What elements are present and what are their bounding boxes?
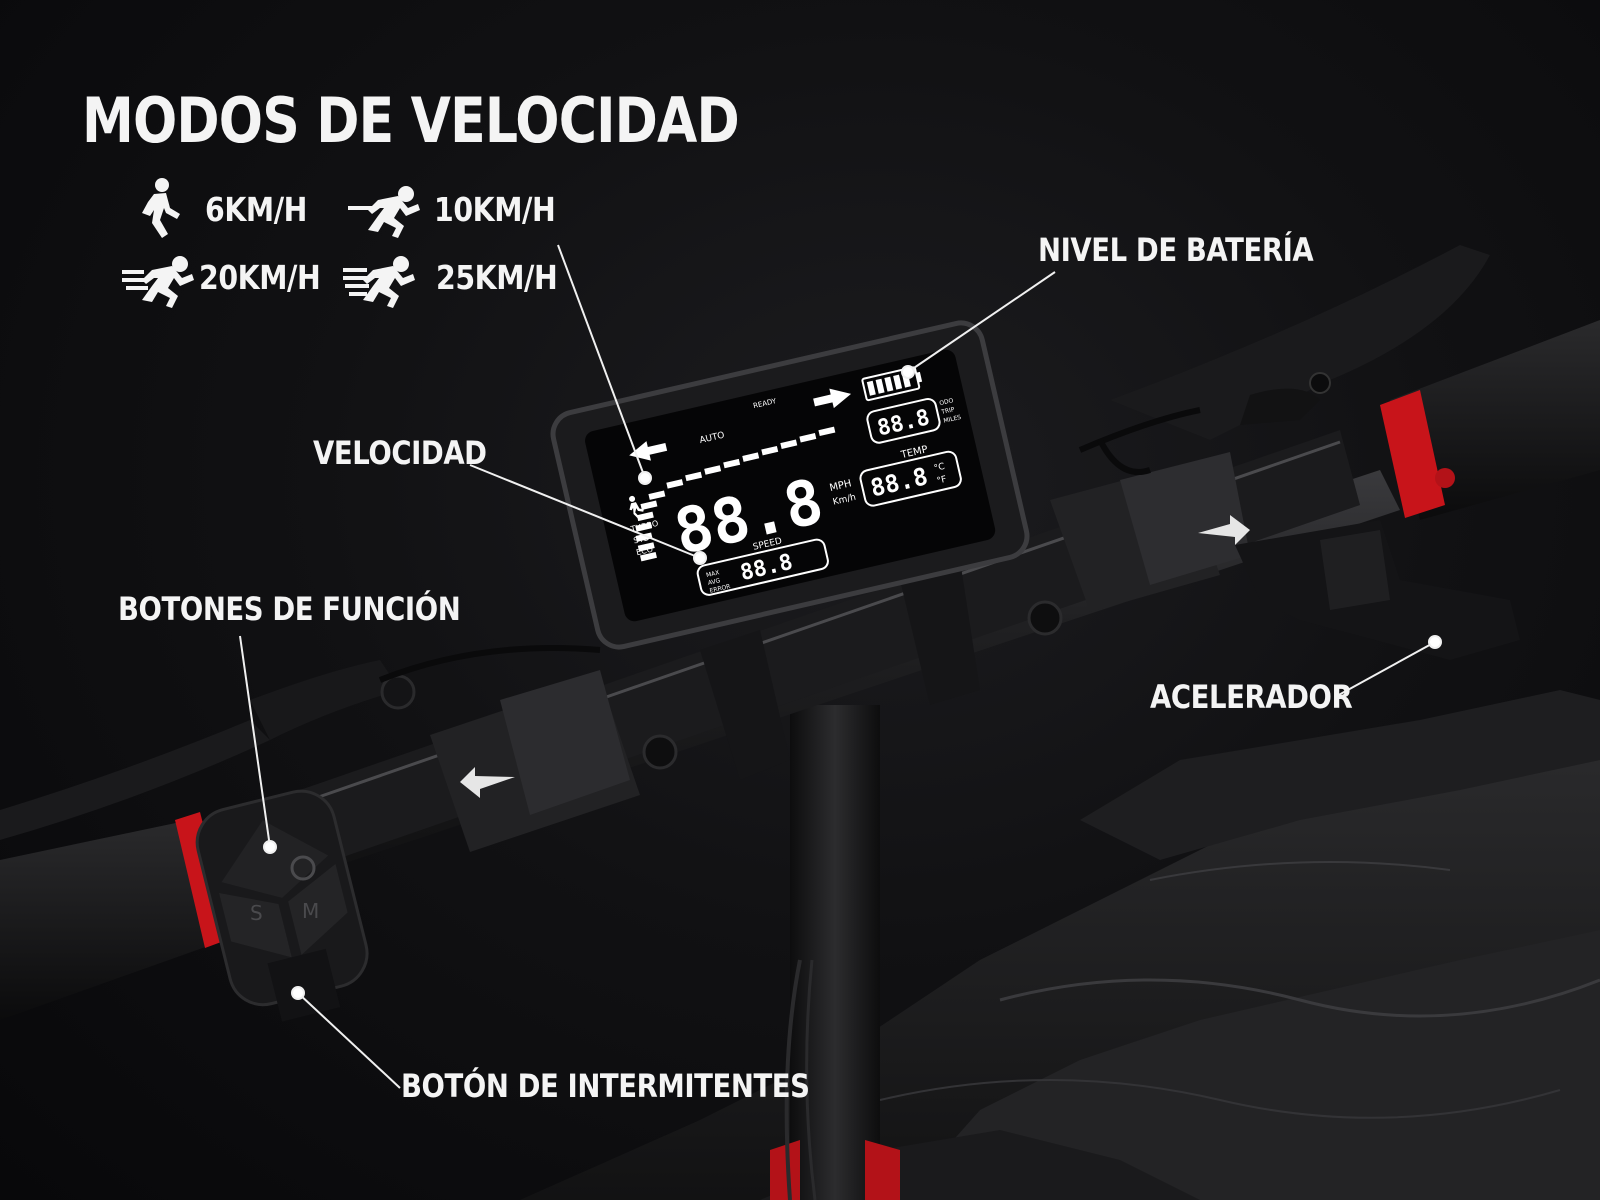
callout-battery: NIVEL DE BATERÍA <box>1038 231 1314 269</box>
walking-mode-icon <box>629 495 644 519</box>
callout-turn-signal: BOTÓN DE INTERMITENTES <box>401 1067 810 1105</box>
callout-throttle: ACELERADOR <box>1150 678 1353 716</box>
trip-tag: TRIP <box>940 406 956 416</box>
fast-runner-icon <box>122 256 194 308</box>
speed-mode-6: 6KM/H <box>205 190 307 229</box>
lower-readout-box <box>696 538 829 596</box>
fastest-runner-icon <box>343 256 415 308</box>
miles-tag: MILES <box>943 414 962 425</box>
right-grip <box>1110 245 1600 520</box>
avg-tag: AVG <box>707 577 721 587</box>
power-icon <box>290 855 316 881</box>
handlebar <box>200 430 1400 905</box>
cables <box>378 407 1201 683</box>
throttle <box>1235 520 1520 660</box>
callout-lines <box>239 244 1442 1089</box>
left-grip <box>0 660 416 1020</box>
steering-stem <box>770 705 900 1200</box>
celsius-tag: °C <box>933 462 946 474</box>
walking-person-icon <box>142 178 180 238</box>
left-turn-icon <box>629 441 668 461</box>
mph-unit: MPH <box>829 478 853 494</box>
button-s-label: S <box>250 901 263 925</box>
speed-mode-25: 25KM/H <box>436 258 558 297</box>
callout-function-buttons: BOTONES DE FUNCIÓN <box>118 590 461 628</box>
error-tag: ERROR <box>709 583 731 595</box>
odo-tag: ODO <box>939 397 955 407</box>
running-person-icon <box>348 186 420 238</box>
max-tag: MAX <box>705 569 720 579</box>
eco-label: ECO <box>635 545 654 558</box>
callout-speed: VELOCIDAD <box>313 434 487 472</box>
speed-bar-graph <box>635 426 836 562</box>
button-m-label: M <box>302 899 319 923</box>
temp-box <box>859 450 962 507</box>
page-title: MODOS DE VELOCIDAD <box>82 84 740 157</box>
odo-box <box>866 397 941 444</box>
right-turn-icon <box>813 388 852 409</box>
controller-labels: S M <box>250 855 319 925</box>
fahrenheit-tag: °F <box>936 475 948 487</box>
speed-mode-20: 20KM/H <box>199 258 321 297</box>
speed-mode-10: 10KM/H <box>434 190 556 229</box>
